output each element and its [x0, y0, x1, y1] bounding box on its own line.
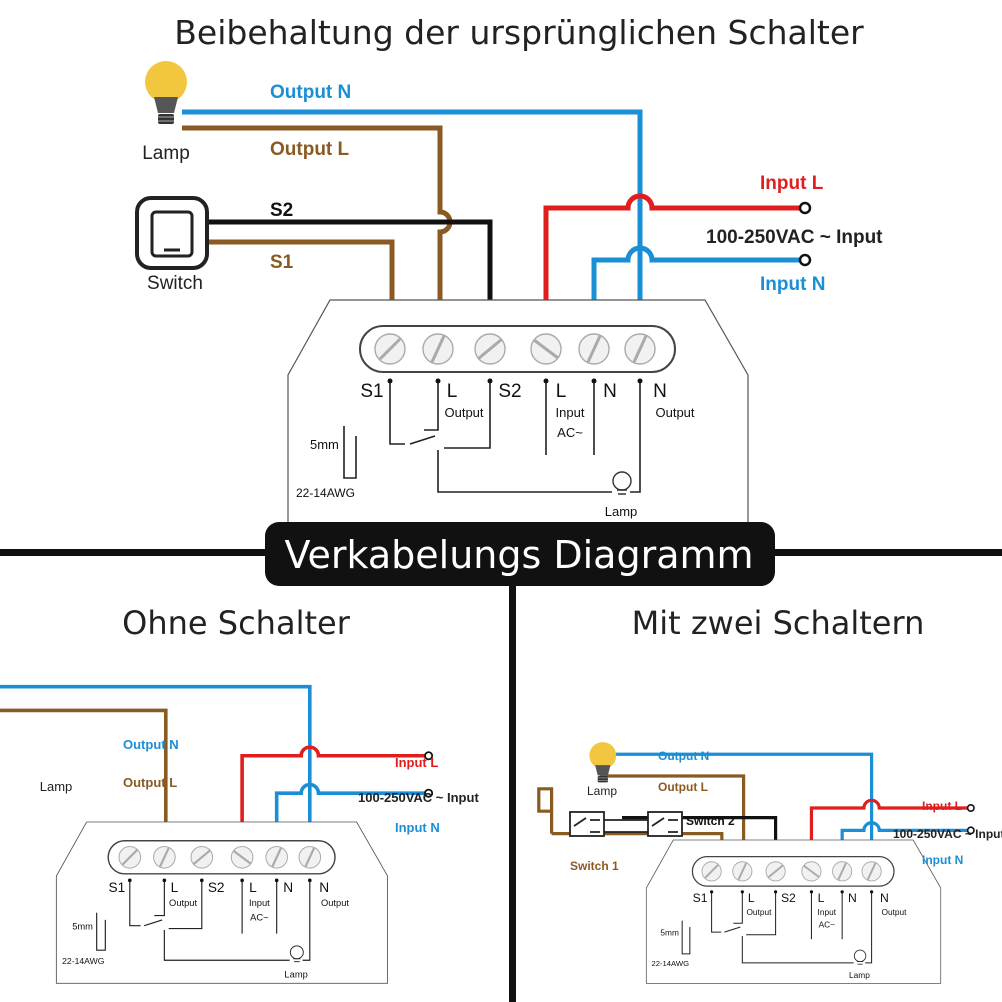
svg-text:Output: Output	[882, 907, 908, 917]
bl-lamp-label: Lamp	[40, 779, 73, 794]
label-s2: S2	[270, 200, 293, 221]
module-output-l-label: Output	[444, 405, 483, 420]
svg-text:AC~: AC~	[819, 920, 836, 930]
svg-text:22-14AWG: 22-14AWG	[651, 959, 689, 968]
svg-text:L: L	[249, 880, 257, 895]
bl-output-l: Output L	[123, 775, 177, 790]
label-input-l: Input L	[760, 173, 824, 194]
bl-input-l: Input L	[395, 755, 438, 770]
svg-text:Output: Output	[321, 898, 349, 908]
terminal-l-output: L	[447, 381, 458, 402]
svg-text:22-14AWG: 22-14AWG	[62, 956, 105, 966]
br-switch-2: Switch 2	[686, 814, 735, 828]
br-output-n: Output N	[658, 749, 709, 763]
bl-input-n: Input N	[395, 820, 440, 835]
svg-text:S1: S1	[108, 880, 125, 895]
svg-text:5mm: 5mm	[72, 921, 93, 931]
svg-text:Input: Input	[249, 898, 270, 908]
br-input-n: Input N	[922, 853, 963, 867]
svg-text:S1: S1	[693, 891, 708, 905]
svg-text:S2: S2	[781, 891, 796, 905]
wire-s1	[205, 239, 395, 300]
module-output-n-label: Output	[655, 405, 694, 420]
br-voltage: 100-250VAC ~ Input	[893, 827, 1002, 841]
terminal-s2: S2	[498, 381, 521, 402]
label-voltage: 100-250VAC ~ Input	[706, 227, 883, 248]
lamp-bulb-icon	[144, 60, 188, 125]
wire-s2	[205, 219, 493, 300]
label-s1: S1	[270, 252, 294, 273]
svg-text:S2: S2	[208, 880, 225, 895]
relay-module: S1 L S2 L N N Output Input AC~ Output La…	[286, 298, 750, 526]
terminal-s1: S1	[360, 381, 383, 402]
svg-text:Output: Output	[169, 898, 197, 908]
module-input-label: Input	[556, 405, 585, 420]
svg-text:N: N	[848, 891, 857, 905]
input-l-terminal	[798, 201, 812, 215]
banner-title: Verkabelungs Diagramm	[284, 533, 753, 577]
module-lamp-label: Lamp	[605, 504, 638, 519]
top-wires	[182, 109, 800, 300]
svg-text:L: L	[748, 891, 755, 905]
svg-text:L: L	[818, 891, 825, 905]
wall-switch-icon	[135, 196, 209, 270]
terminal-n-output: N	[653, 381, 667, 402]
svg-text:Output: Output	[746, 907, 772, 917]
two-way-switches-icon	[569, 811, 683, 837]
svg-text:Lamp: Lamp	[284, 970, 307, 980]
top-switch-label: Switch	[147, 273, 203, 294]
br-lamp-label: Lamp	[587, 784, 617, 798]
label-output-n: Output N	[270, 82, 351, 103]
strip-length-label: 5mm	[310, 437, 339, 452]
wire-output-n	[182, 109, 643, 300]
svg-text:N: N	[880, 891, 889, 905]
bl-voltage: 100-250VAC ~ Input	[358, 790, 479, 805]
svg-text:Input: Input	[818, 907, 837, 917]
terminal-n-input: N	[603, 381, 617, 402]
wire-input-n	[591, 245, 800, 300]
label-input-n: Input N	[760, 274, 825, 295]
input-n-terminal	[798, 253, 812, 267]
br-output-l: Output L	[658, 780, 708, 794]
br-title: Mit zwei Schaltern	[632, 604, 925, 642]
svg-text:N: N	[319, 880, 329, 895]
banner	[265, 522, 775, 586]
bl-output-n: Output N	[123, 737, 179, 752]
wire-input-l	[543, 193, 800, 300]
svg-text:Lamp: Lamp	[849, 970, 870, 980]
svg-text:N: N	[283, 880, 293, 895]
module-ac-label: AC~	[557, 425, 583, 440]
br-switch-1: Switch 1	[570, 859, 619, 873]
top-title: Beibehaltung der ursprünglichen Schalter	[174, 13, 864, 52]
top-lamp-label: Lamp	[142, 143, 190, 164]
awg-label: 22-14AWG	[296, 486, 355, 500]
br-input-l: Input L	[922, 799, 962, 813]
svg-text:AC~: AC~	[250, 913, 269, 923]
bl-title: Ohne Schalter	[122, 604, 351, 642]
label-output-l: Output L	[270, 139, 350, 160]
terminal-l-input: L	[556, 381, 567, 402]
vertical-divider	[509, 556, 516, 1002]
svg-text:L: L	[171, 880, 179, 895]
svg-text:5mm: 5mm	[660, 927, 679, 937]
